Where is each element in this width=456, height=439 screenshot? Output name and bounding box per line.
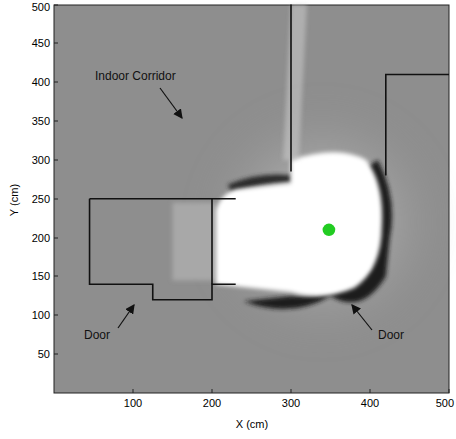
annotation: Door <box>84 329 110 342</box>
tick-label: 100 <box>124 397 142 409</box>
tick-label: 500 <box>32 1 50 13</box>
tick-label: 200 <box>32 232 50 244</box>
plot-area <box>54 5 449 393</box>
source-dot <box>323 224 336 236</box>
tick-label: 50 <box>38 348 50 360</box>
tick-label: 200 <box>203 397 221 409</box>
tick-label: 400 <box>361 397 379 409</box>
tick-label: 250 <box>32 193 50 205</box>
map-content <box>90 4 456 354</box>
tick-label: 350 <box>32 115 50 127</box>
annotation: Door <box>378 329 404 342</box>
tick-label: 450 <box>32 37 50 49</box>
annotation: Indoor Corridor <box>95 70 176 83</box>
tick-label: 150 <box>32 270 50 282</box>
leader-arrow <box>352 305 372 330</box>
leader-arrow <box>160 88 182 118</box>
axis-title: Y (cm) <box>8 184 20 216</box>
tick-label: 300 <box>282 397 300 409</box>
tick-label: 300 <box>32 154 50 166</box>
tick-label: 100 <box>32 309 50 321</box>
leader-arrow <box>118 305 134 328</box>
tick-label: 500 <box>436 397 454 409</box>
tick-label: 400 <box>32 76 50 88</box>
axis-title: X (cm) <box>236 418 268 430</box>
